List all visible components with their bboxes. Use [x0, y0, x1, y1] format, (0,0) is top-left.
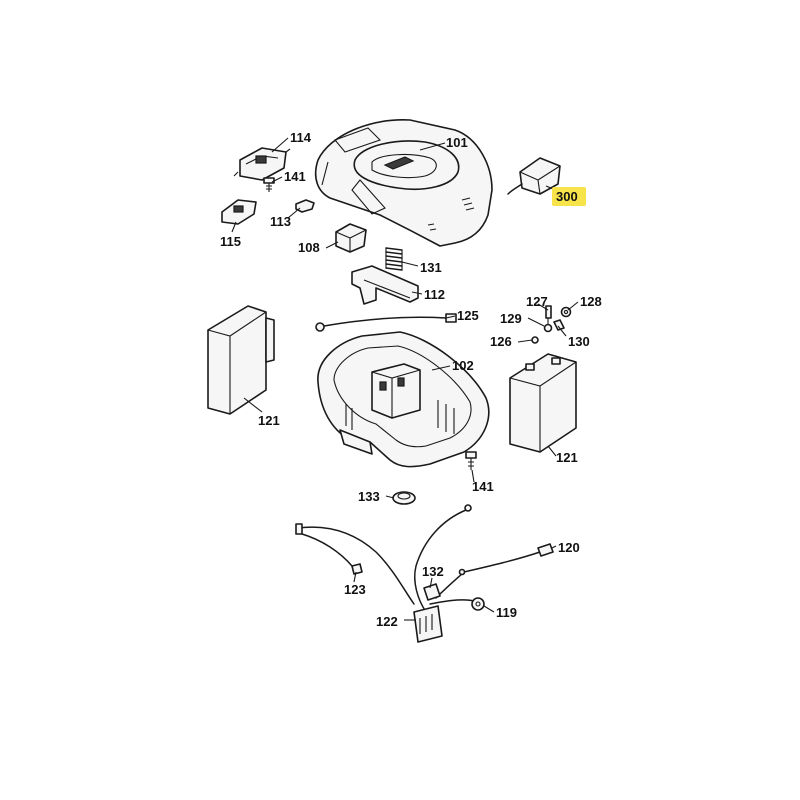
callout-130: 130: [568, 334, 590, 349]
part-121-battery-right[interactable]: [509, 353, 577, 453]
callout-126: 126: [490, 334, 512, 349]
callout-121: 121: [556, 450, 578, 465]
callout-113: 113: [270, 214, 291, 229]
part-123-connector[interactable]: [351, 563, 363, 575]
callout-101: 101: [446, 135, 468, 150]
part-300-module[interactable]: [507, 157, 561, 195]
part-101-top-cover[interactable]: [314, 119, 493, 247]
part-132-switch-plug[interactable]: [423, 583, 441, 601]
wiring-harness[interactable]: [297, 509, 541, 613]
part-127-terminal-screw[interactable]: [545, 305, 552, 324]
callout-132: 132: [422, 564, 444, 579]
callout-119: 119: [496, 605, 517, 620]
callout-123: 123: [344, 582, 366, 597]
part-120-cable-plug[interactable]: [295, 504, 554, 576]
part-115-small-switch[interactable]: [221, 199, 257, 225]
callout-labels: 101 114 141 113 115 108 131 112 300 125 …: [220, 130, 602, 629]
callout-108: 108: [298, 240, 320, 255]
part-119-ring-terminal[interactable]: [471, 597, 485, 611]
part-112-lever[interactable]: [351, 265, 419, 305]
part-131-spring[interactable]: [385, 247, 403, 271]
part-126-washer[interactable]: [531, 336, 539, 344]
part-108-button-block[interactable]: [335, 223, 367, 253]
callout-120: 120: [558, 540, 580, 555]
callout-112: 112: [424, 287, 445, 302]
callout-141: 141: [284, 169, 306, 184]
part-133-grommet[interactable]: [392, 491, 416, 505]
part-141-screw-top[interactable]: [263, 177, 275, 192]
callout-121: 121: [258, 413, 280, 428]
callout-131: 131: [420, 260, 442, 275]
leader-lines: [231, 137, 579, 621]
callout-128: 128: [580, 294, 602, 309]
callout-133: 133: [358, 489, 380, 504]
callout-122: 122: [376, 614, 398, 629]
callout-300: 300: [556, 189, 578, 204]
part-121-battery-left[interactable]: [207, 305, 275, 415]
part-122-connector-block[interactable]: [413, 605, 443, 643]
part-130-lug[interactable]: [553, 319, 565, 331]
callout-300-highlight: [552, 187, 586, 206]
callout-102: 102: [452, 358, 474, 373]
callout-115: 115: [220, 234, 241, 249]
part-141-screw-bottom[interactable]: [465, 451, 477, 470]
part-125-cable[interactable]: [315, 313, 457, 332]
part-129-washer[interactable]: [543, 323, 553, 333]
part-114-switch-assembly[interactable]: [233, 147, 291, 181]
callout-125: 125: [457, 308, 479, 323]
part-102-base-housing[interactable]: [317, 331, 490, 468]
callout-114: 114: [290, 130, 312, 145]
callout-141: 141: [472, 479, 494, 494]
part-113-clip[interactable]: [295, 199, 315, 213]
callout-127: 127: [526, 294, 548, 309]
callout-129: 129: [500, 311, 522, 326]
